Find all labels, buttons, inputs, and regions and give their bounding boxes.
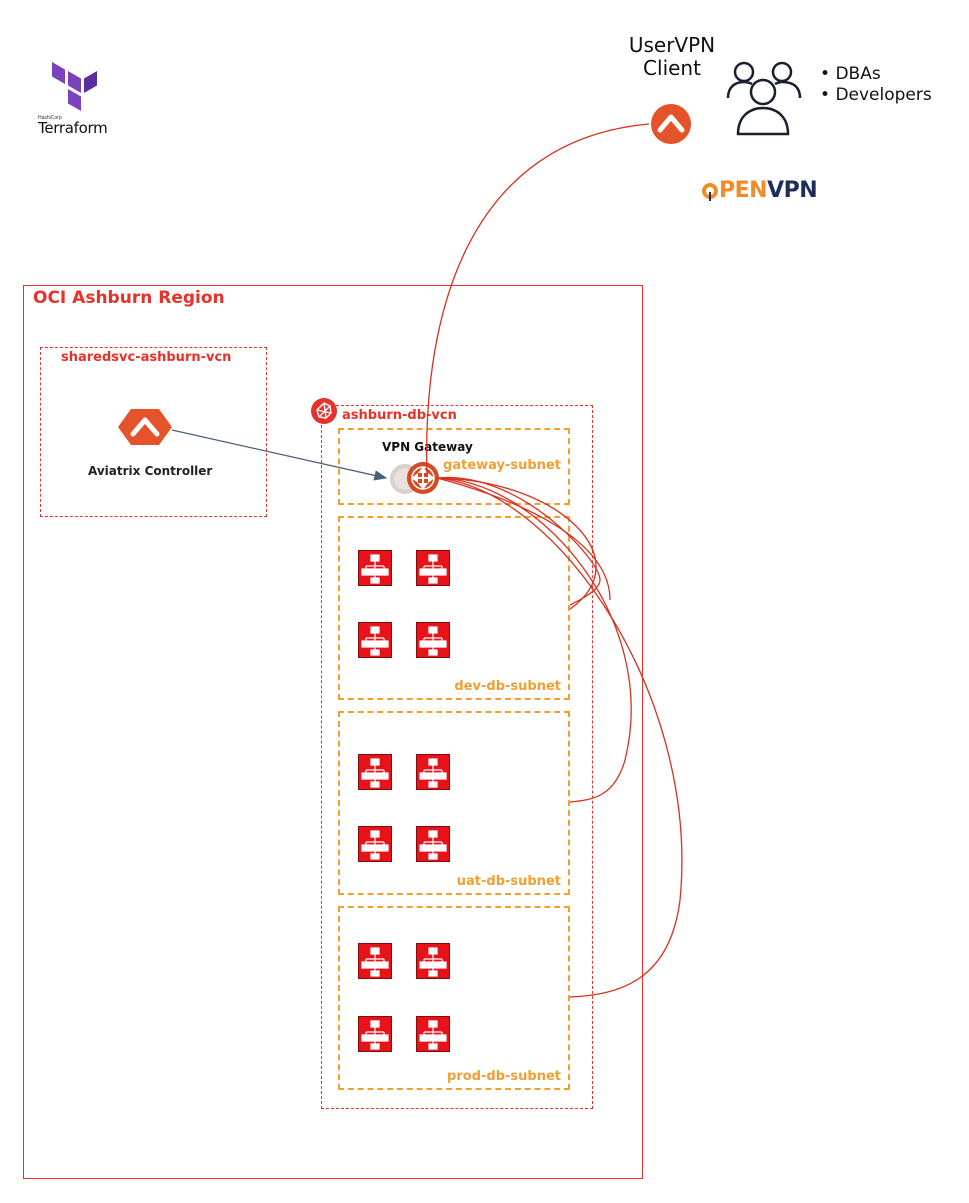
prod-db-subnet-label: prod-db-subnet [447,1069,561,1084]
database-icon [416,754,450,790]
users-icon [726,61,802,136]
users-list: DBAs Developers [820,64,932,106]
uservpn-client-label: UserVPN Client [628,33,716,80]
database-icon [416,550,450,586]
database-icon [358,622,392,658]
openvpn-logo: PENVPN [702,178,818,203]
aviatrix-client-icon [651,104,691,144]
database-icon [416,622,450,658]
terraform-vendor: HashiCorp [38,115,62,121]
region-label: OCI Ashburn Region [33,288,225,308]
dev-db-subnet [338,516,570,700]
database-icon [416,1016,450,1052]
prod-db-subnet [338,906,570,1090]
vcn-icon [311,398,337,424]
database-icon [358,943,392,979]
uat-db-subnet-label: uat-db-subnet [456,874,561,889]
openvpn-logo-part1: PEN [719,178,768,203]
db-vcn-label: ashburn-db-vcn [342,408,457,423]
terraform-logo-icon [52,62,97,111]
aviatrix-controller-icon [118,409,172,445]
users-item-dbas: DBAs [820,64,932,85]
dev-db-subnet-label: dev-db-subnet [454,679,561,694]
openvpn-logo-part2: VPN [767,178,818,203]
users-item-developers: Developers [820,85,931,106]
gateway-subnet-label: gateway-subnet [443,458,561,473]
database-icon [416,943,450,979]
terraform-name: Terraform [38,119,108,137]
controller-label: Aviatrix Controller [88,464,213,478]
uat-db-subnet [338,711,570,895]
database-icon [358,826,392,862]
database-icon [358,1016,392,1052]
database-icon [358,550,392,586]
openvpn-keyhole-icon [702,183,718,201]
shared-vcn-label: sharedsvc-ashburn-vcn [61,350,232,365]
vpn-gateway-label: VPN Gateway [382,440,473,454]
database-icon [416,826,450,862]
database-icon [358,754,392,790]
